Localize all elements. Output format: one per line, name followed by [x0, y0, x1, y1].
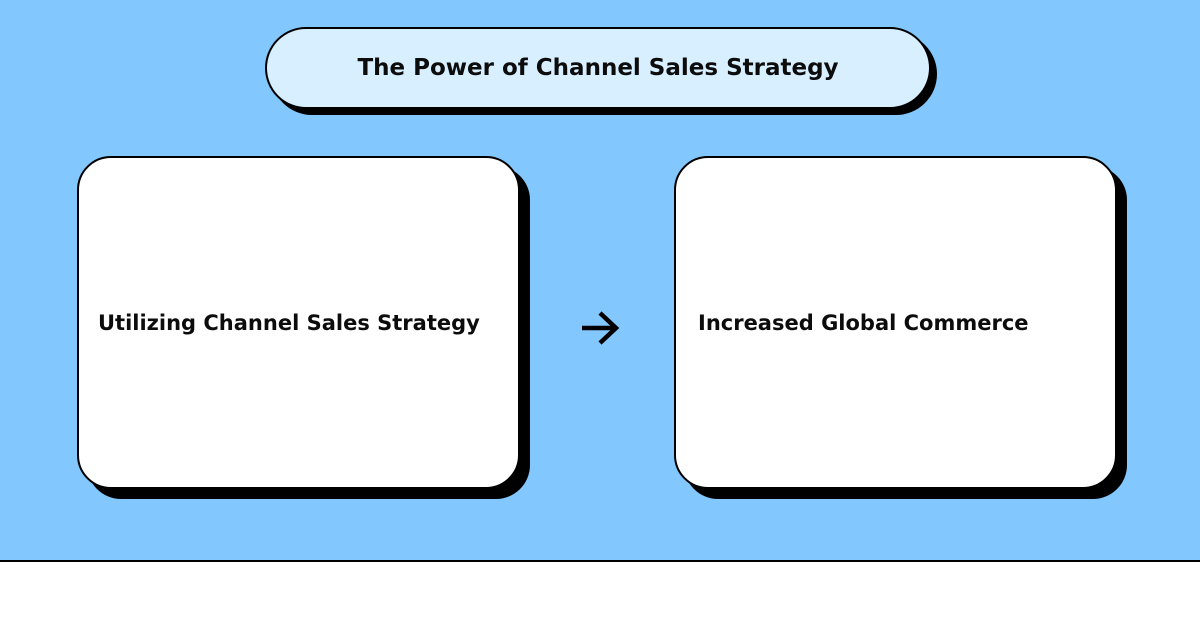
arrow-right-icon	[582, 311, 620, 345]
diagram-title: The Power of Channel Sales Strategy	[357, 55, 839, 81]
diagram-background: The Power of Channel Sales Strategy Util…	[0, 0, 1200, 562]
cause-node-card: Utilizing Channel Sales Strategy	[77, 156, 520, 489]
effect-node-card: Increased Global Commerce	[674, 156, 1117, 489]
title-banner: The Power of Channel Sales Strategy	[265, 27, 931, 109]
effect-node-label: Increased Global Commerce	[698, 310, 1029, 335]
cause-node-label: Utilizing Channel Sales Strategy	[98, 310, 480, 335]
